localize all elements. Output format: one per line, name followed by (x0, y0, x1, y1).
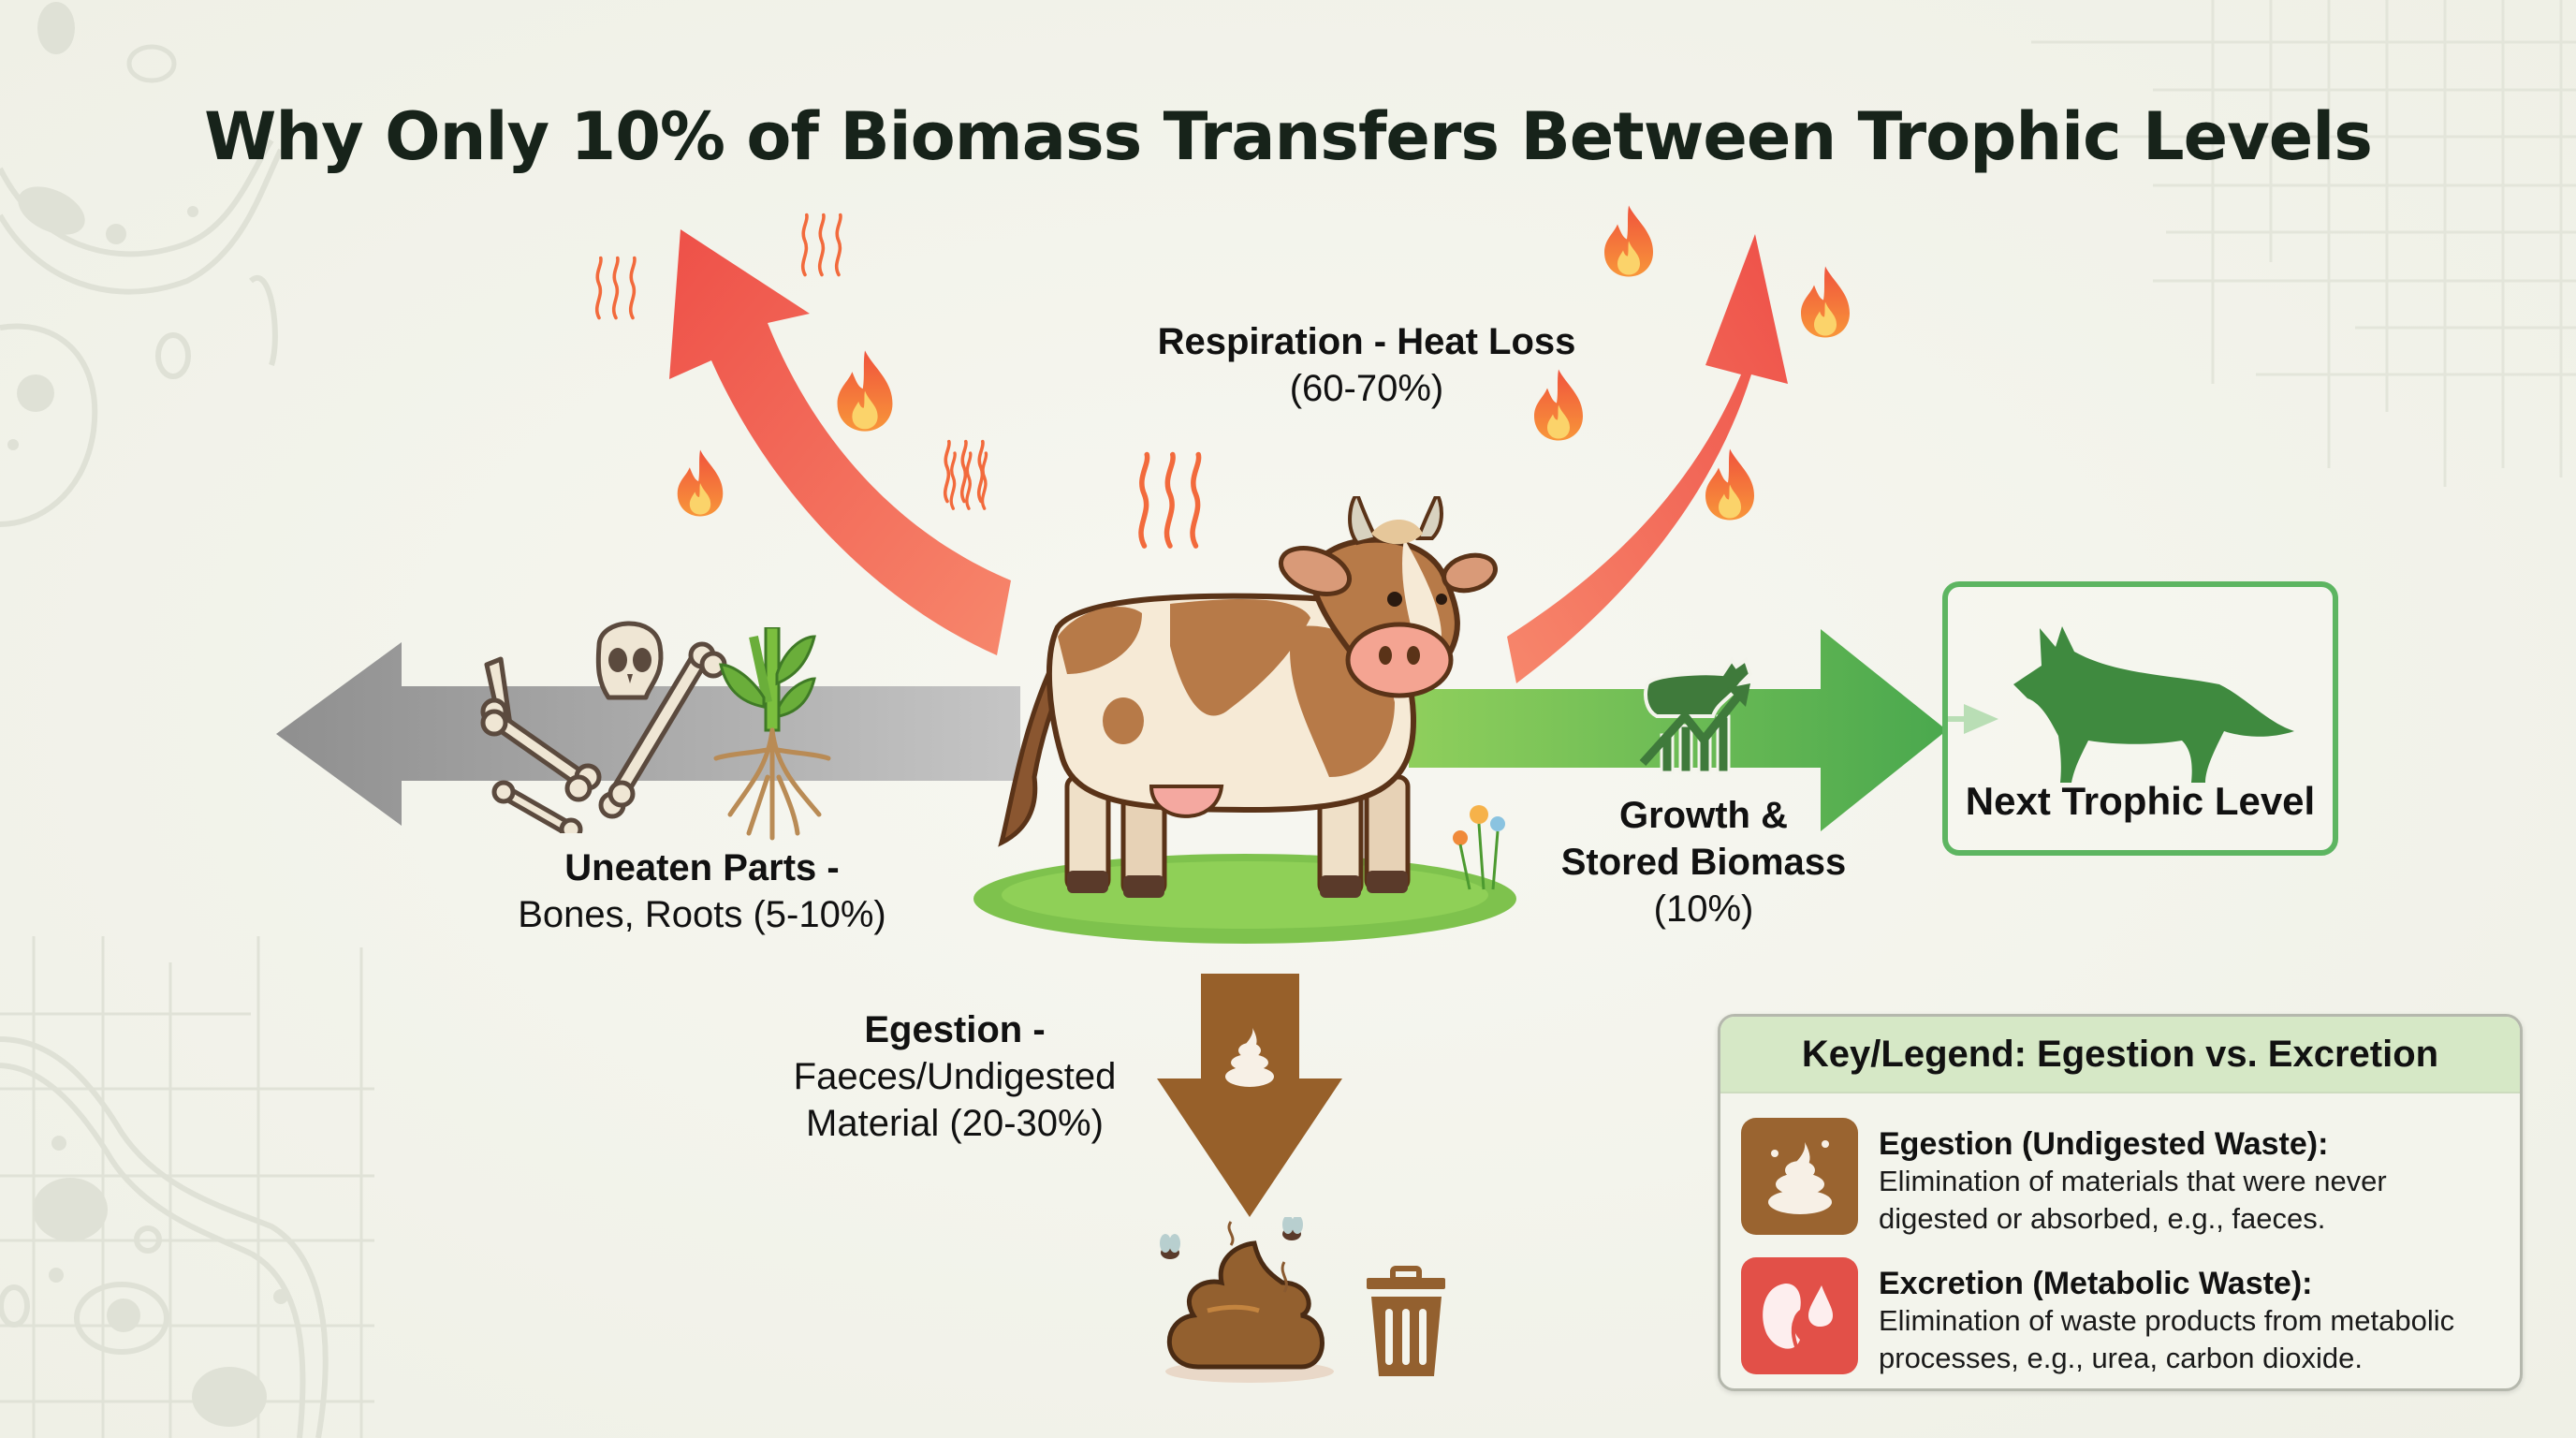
egestion-detail-line1: Faeces/Undigested (793, 1056, 1117, 1097)
legend-egestion-title: Egestion (Undigested Waste): (1879, 1126, 2329, 1162)
legend-item-egestion: Egestion (Undigested Waste): Elimination… (1741, 1118, 2387, 1238)
cow-illustration (973, 496, 1516, 944)
fox-icon (2013, 626, 2294, 783)
flowers-icon (1453, 805, 1505, 890)
page-title: Why Only 10% of Biomass Transfers Betwee… (204, 97, 2373, 175)
cow-growth-chart-icon (1639, 656, 1753, 774)
heat-waves-icon (800, 213, 843, 277)
egestion-label: Egestion - Faeces/Undigested Material (2… (768, 1006, 1142, 1147)
cell-organelles-bottom-left (33, 1136, 288, 1427)
next-trophic-level-box: Next Trophic Level (1942, 581, 2338, 856)
uneaten-detail: Bones, Roots (5-10%) (518, 894, 886, 935)
legend-excretion-desc-line2: processes, e.g., urea, carbon dioxide. (1879, 1342, 2363, 1374)
growth-title-line1: Growth & (1619, 795, 1788, 836)
respiration-percent: (60-70%) (1289, 368, 1444, 409)
fly-icon (1282, 1217, 1303, 1240)
growth-label: Growth & Stored Biomass (10%) (1535, 792, 1872, 932)
respiration-title: Respiration - Heat Loss (1157, 321, 1576, 362)
uneaten-parts-label: Uneaten Parts - Bones, Roots (5-10%) (468, 844, 936, 938)
poop-icon (1741, 1118, 1858, 1235)
fly-icon (1160, 1234, 1180, 1259)
plant-roots-icon (713, 627, 831, 841)
cell-organelles-top-left (7, 2, 198, 450)
egestion-title: Egestion - (864, 1009, 1046, 1050)
flame-icon (1705, 448, 1754, 521)
poop-icon (1225, 1028, 1274, 1087)
trash-bin-icon (1367, 1266, 1445, 1376)
legend-egestion-desc-line2: digested or absorbed, e.g., faeces. (1879, 1202, 2326, 1235)
growth-percent: (10%) (1653, 888, 1754, 930)
uneaten-title: Uneaten Parts - (564, 847, 840, 888)
grid-pattern-top-right (2031, 0, 2576, 487)
legend-panel: Key/Legend: Egestion vs. Excretion Egest… (1718, 1014, 2523, 1391)
flame-icon (677, 449, 724, 517)
legend-excretion-title: Excretion (Metabolic Waste): (1879, 1266, 2313, 1301)
respiration-arrow-right (1507, 234, 1788, 683)
next-trophic-level-label: Next Trophic Level (1965, 779, 2316, 823)
respiration-label: Respiration - Heat Loss (60-70%) (1105, 318, 1629, 412)
legend-item-excretion: Excretion (Metabolic Waste): Elimination… (1741, 1257, 2454, 1377)
bones-and-skull-icon (480, 621, 727, 833)
cell-illustration-bottom-left (0, 1036, 329, 1438)
legend-egestion-desc-line1: Elimination of materials that were never (1879, 1165, 2387, 1197)
egestion-arrow (1157, 974, 1342, 1217)
growth-title-line2: Stored Biomass (1560, 842, 1847, 883)
respiration-arrow-left (669, 229, 1011, 655)
heat-waves-icon (594, 256, 637, 320)
egestion-detail-line2: Material (20-30%) (806, 1103, 1104, 1144)
flame-icon (1801, 266, 1850, 338)
legend-title: Key/Legend: Egestion vs. Excretion (1720, 1017, 2520, 1093)
flame-icon (1604, 205, 1653, 277)
kidney-droplet-icon (1741, 1257, 1858, 1374)
poop-pile-icon (1160, 1217, 1445, 1383)
flame-icon (837, 350, 893, 432)
legend-excretion-desc-line1: Elimination of waste products from metab… (1879, 1304, 2455, 1337)
